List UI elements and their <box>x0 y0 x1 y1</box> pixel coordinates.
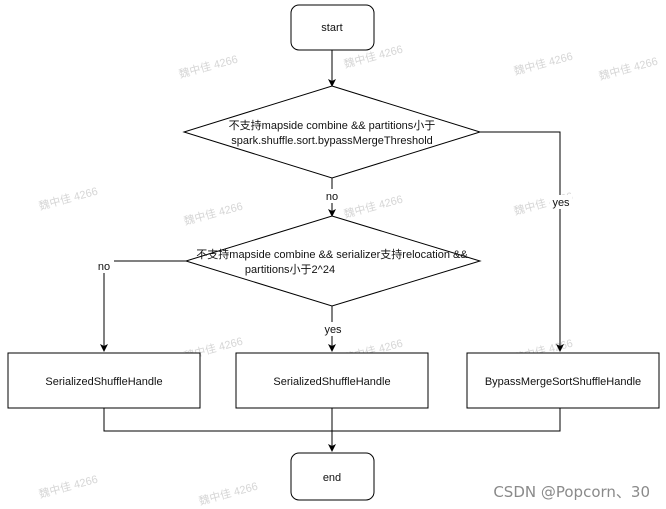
edge-label-no: no <box>98 261 110 273</box>
edge-label-yes: yes <box>324 324 342 336</box>
watermark: 魏中佳 4266 <box>597 54 659 83</box>
edges <box>100 50 564 452</box>
edge-label-no: no <box>326 191 338 203</box>
csdn-credit: CSDN @Popcorn、30 <box>493 483 650 501</box>
label-bg <box>321 322 345 336</box>
edge-label-yes: yes <box>552 197 570 209</box>
decision1-diamond <box>182 85 482 179</box>
decision1-line-1: 不支持mapside combine && partitions小于 <box>229 118 436 132</box>
bypass-merge-sort-shuffle-handle-box <box>466 352 660 409</box>
decision2-diamond <box>184 215 482 307</box>
start-label: start <box>321 22 342 34</box>
watermark: 魏中佳 4266 <box>37 472 99 501</box>
serialized-shuffle-handle-label: SerializedShuffleHandle <box>45 376 162 388</box>
start-node <box>290 4 375 51</box>
watermark: 魏中佳 4266 <box>197 479 259 508</box>
decision1-line-2: spark.shuffle.sort.bypassMergeThreshold <box>231 135 433 147</box>
label-bg <box>550 195 572 209</box>
bypass-merge-sort-shuffle-handle-label: BypassMergeSortShuffleHandle <box>485 376 641 388</box>
watermark: 魏中佳 4266 <box>182 199 244 228</box>
serialized-shuffle-handle-label: SerializedShuffleHandle <box>273 376 390 388</box>
end-label: end <box>323 472 341 484</box>
edge-decision2-no <box>100 260 186 352</box>
decision2-line-2: partitions小于2^24 <box>245 263 335 276</box>
decision2-line-1: 不支持mapside combine && serializer支持reloca… <box>196 247 468 261</box>
watermark: 魏中佳 4266 <box>342 192 404 221</box>
label-bg <box>94 259 114 273</box>
edge-decision1-yes <box>480 131 564 352</box>
watermark: 魏中佳 4266 <box>37 184 99 213</box>
end-node <box>290 452 375 501</box>
watermark: 魏中佳 4266 <box>177 52 239 81</box>
label-bg <box>322 189 342 203</box>
serialized-shuffle-handle-box <box>7 352 201 409</box>
serialized-shuffle-handle-box <box>235 352 429 409</box>
watermark: 魏中佳 4266 <box>512 49 574 78</box>
